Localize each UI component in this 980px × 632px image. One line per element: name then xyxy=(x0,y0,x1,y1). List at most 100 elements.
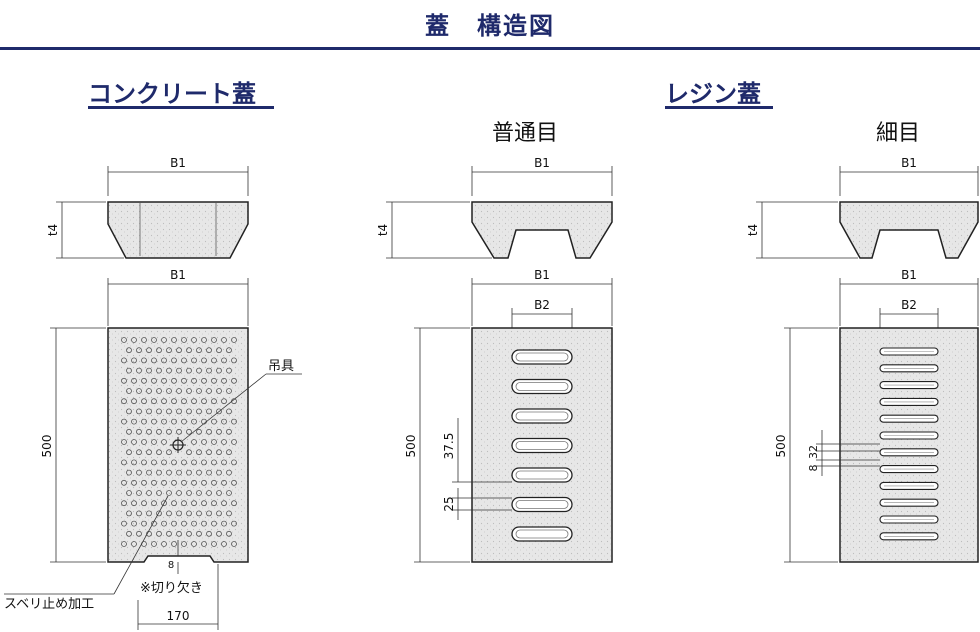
anti-slip-hole xyxy=(121,418,127,425)
anti-slip-hole xyxy=(186,367,192,374)
anti-slip-hole xyxy=(156,428,162,435)
normal-section-view xyxy=(471,201,613,259)
anti-slip-hole xyxy=(146,428,152,435)
fine-plan-view xyxy=(839,327,979,563)
anti-slip-hole xyxy=(176,388,182,394)
notch-width-label: 170 xyxy=(167,609,190,623)
anti-slip-hole xyxy=(231,520,237,527)
anti-slip-hole xyxy=(211,377,217,384)
anti-slip-hole xyxy=(221,479,227,486)
anti-slip-hole xyxy=(141,520,147,527)
resin-heading-underline xyxy=(665,106,773,109)
anti-slip-hole xyxy=(201,520,207,527)
anti-slip-hole xyxy=(146,510,152,517)
anti-slip-hole xyxy=(121,377,127,384)
anti-slip-hole xyxy=(221,520,227,527)
anti-slip-hole xyxy=(211,418,217,425)
anti-slip-hole xyxy=(186,530,192,537)
notch-depth-label: 8 xyxy=(168,560,174,571)
anti-slip-hole xyxy=(151,337,157,343)
anti-slip-hole xyxy=(151,398,157,405)
anti-slip-hole xyxy=(131,357,137,364)
anti-slip-hole xyxy=(206,490,212,496)
drain-slot xyxy=(879,414,939,423)
anti-slip-hole xyxy=(191,398,197,405)
anti-slip-hole xyxy=(126,408,132,415)
anti-slip-hole xyxy=(216,510,222,517)
anti-slip-hole xyxy=(231,500,237,507)
anti-slip-hole xyxy=(186,388,192,394)
anti-slip-hole xyxy=(231,479,237,486)
anti-slip-hole xyxy=(166,469,172,476)
concrete-heading-underline xyxy=(88,106,274,109)
anti-slip-hole xyxy=(216,449,222,456)
anti-slip-hole xyxy=(141,337,147,343)
concrete-b1-plan-dimension: B1 xyxy=(107,268,249,326)
normal-500-dimension: 500 xyxy=(404,327,470,563)
anti-slip-hole xyxy=(231,337,237,343)
normal-t4-label: t4 xyxy=(376,224,390,236)
concrete-t4-dimension: t4 xyxy=(46,201,124,259)
anti-slip-hole xyxy=(221,459,227,466)
anti-slip-hole xyxy=(121,459,127,466)
fine-b1-plan-label: B1 xyxy=(901,268,917,282)
anti-slip-hole xyxy=(216,469,222,476)
concrete-lid-heading: コンクリート蓋 xyxy=(88,80,256,108)
anti-slip-hole xyxy=(226,510,232,517)
anti-slip-hole xyxy=(171,337,177,343)
anti-slip-hole xyxy=(181,520,187,527)
drain-slot xyxy=(879,364,939,373)
anti-slip-hole xyxy=(176,347,182,354)
fine-section-view xyxy=(839,201,979,259)
anti-slip-hole xyxy=(211,459,217,466)
anti-slip-hole xyxy=(196,530,202,537)
anti-slip-hole xyxy=(126,510,132,517)
drain-slot xyxy=(879,465,939,474)
normal-slot-width-dimension: 25 xyxy=(442,488,512,520)
anti-slip-hole xyxy=(161,377,167,384)
anti-slip-hole xyxy=(136,367,142,374)
normal-b1-top-dimension: B1 xyxy=(471,156,613,196)
concrete-anti-slip-holes xyxy=(121,337,237,547)
fine-t4-label: t4 xyxy=(746,224,760,236)
anti-slip-hole xyxy=(146,408,152,415)
anti-slip-hole xyxy=(156,530,162,537)
anti-slip-hole xyxy=(226,428,232,435)
anti-slip-hole xyxy=(221,439,227,445)
anti-slip-hole xyxy=(166,388,172,394)
anti-slip-hole xyxy=(216,530,222,537)
concrete-500-dimension: 500 xyxy=(40,327,106,563)
anti-slip-hole xyxy=(191,479,197,486)
anti-slip-hole xyxy=(201,337,207,343)
anti-slip-hole xyxy=(141,479,147,486)
anti-slip-hole xyxy=(161,541,167,547)
page-title: 蓋 構造図 xyxy=(425,12,555,40)
anti-slip-hole xyxy=(161,418,167,425)
hook-callout: 吊具 xyxy=(180,359,302,443)
anti-slip-hole xyxy=(121,439,127,445)
anti-slip-hole xyxy=(221,398,227,405)
anti-slip-hole xyxy=(196,408,202,415)
fine-500-label: 500 xyxy=(774,435,788,458)
anti-slip-hole xyxy=(226,347,232,354)
anti-slip-hole xyxy=(196,490,202,496)
anti-slip-hole xyxy=(156,408,162,415)
drain-slot xyxy=(511,349,573,365)
anti-slip-hole xyxy=(136,428,142,435)
anti-slip-hole xyxy=(136,530,142,537)
anti-slip-hole xyxy=(126,490,132,496)
anti-slip-hole xyxy=(206,408,212,415)
drain-slot xyxy=(879,397,939,406)
anti-slip-hole xyxy=(166,449,172,456)
drain-slot xyxy=(879,448,939,457)
anti-slip-hole xyxy=(206,469,212,476)
anti-slip-hole xyxy=(201,439,207,445)
normal-pitch-label: 37.5 xyxy=(442,433,456,460)
anti-slip-hole xyxy=(231,541,237,547)
anti-slip-hole xyxy=(216,347,222,354)
drain-slot xyxy=(879,498,939,507)
anti-slip-hole xyxy=(206,367,212,374)
anti-slip-hole xyxy=(201,398,207,405)
anti-slip-hole xyxy=(196,367,202,374)
concrete-b1-top-label: B1 xyxy=(170,156,186,170)
